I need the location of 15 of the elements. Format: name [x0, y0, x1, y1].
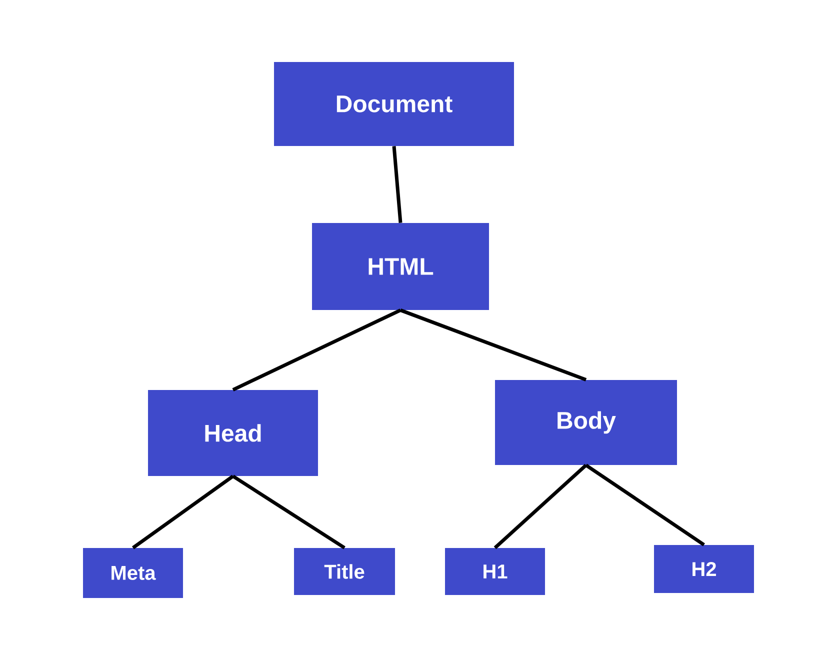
connector-line	[132, 474, 234, 550]
tree-box: H1	[445, 548, 545, 595]
tree-box: Title	[294, 548, 395, 595]
tree-box: Head	[148, 390, 318, 476]
connector-line	[232, 308, 402, 392]
tree-box: H2	[654, 545, 754, 593]
connector-line	[494, 464, 588, 550]
tree-box: Document	[274, 62, 514, 146]
connector-line	[400, 308, 587, 382]
connector-line	[392, 146, 402, 223]
connector-line	[585, 464, 705, 546]
tree-box: Body	[495, 380, 677, 465]
connector-line	[232, 474, 346, 550]
tree-box: Meta	[83, 548, 183, 598]
tree-box: HTML	[312, 223, 489, 310]
